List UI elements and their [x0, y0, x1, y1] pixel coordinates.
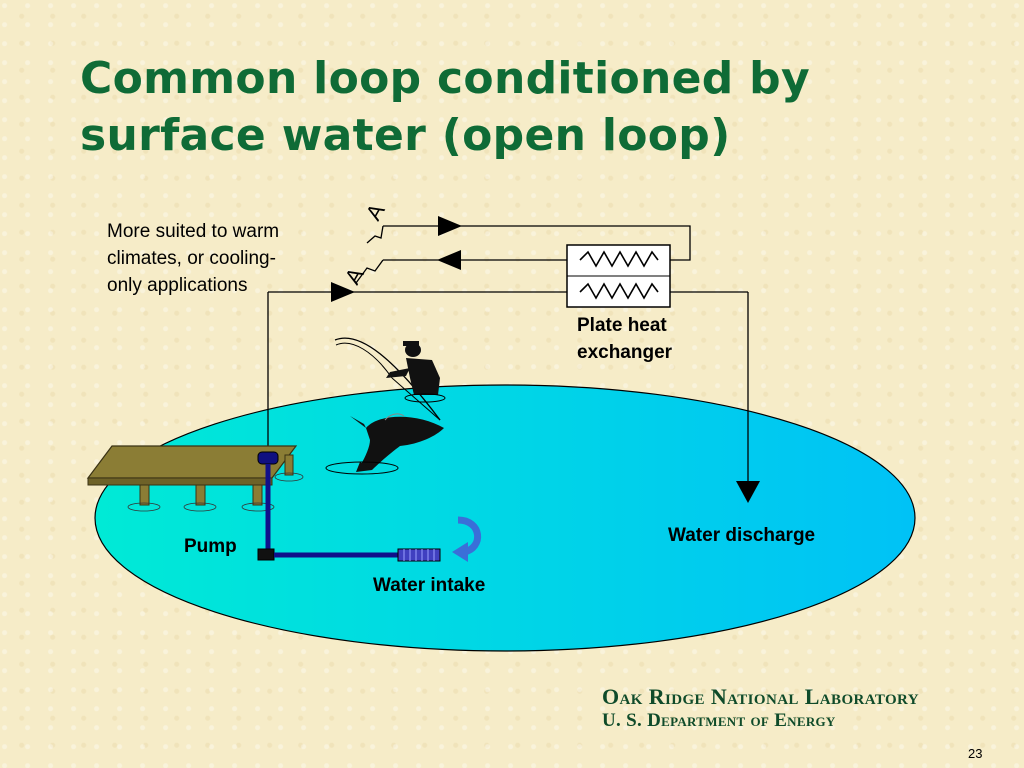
heat-exchanger-label: Plate heat exchanger [577, 315, 673, 363]
org-department: U. S. Department of Energy [602, 710, 836, 731]
fisherman-icon [334, 337, 446, 421]
loop-piping [267, 225, 749, 486]
dock [86, 445, 304, 512]
page-number: 23 [968, 746, 983, 761]
unit-symbol [355, 225, 384, 284]
org-name: Oak Ridge National Laboratory [602, 684, 919, 709]
side-note: More suited to warm climates, or cooling… [107, 221, 280, 296]
water-intake-label: Water intake [373, 575, 486, 596]
unit-a-lower: A [340, 263, 369, 288]
water-discharge-label: Water discharge [668, 525, 816, 546]
pump-label: Pump [184, 536, 237, 557]
intake-flow-icon [452, 516, 482, 562]
intake-screen [397, 548, 441, 562]
slide-title: Common loop conditioned by surface water… [80, 53, 810, 161]
pump-assembly [257, 451, 398, 561]
pond [94, 384, 916, 652]
plate-heat-exchanger [566, 244, 671, 308]
arrow-loop-in [331, 282, 355, 302]
arrow-supply [438, 216, 462, 236]
organization-footer: Oak Ridge National Laboratory U. S. Depa… [602, 684, 1012, 732]
arrow-return [437, 250, 461, 270]
arrow-discharge-down [736, 481, 760, 503]
unit-a-upper: A [361, 199, 390, 224]
fish-icon [325, 413, 444, 475]
